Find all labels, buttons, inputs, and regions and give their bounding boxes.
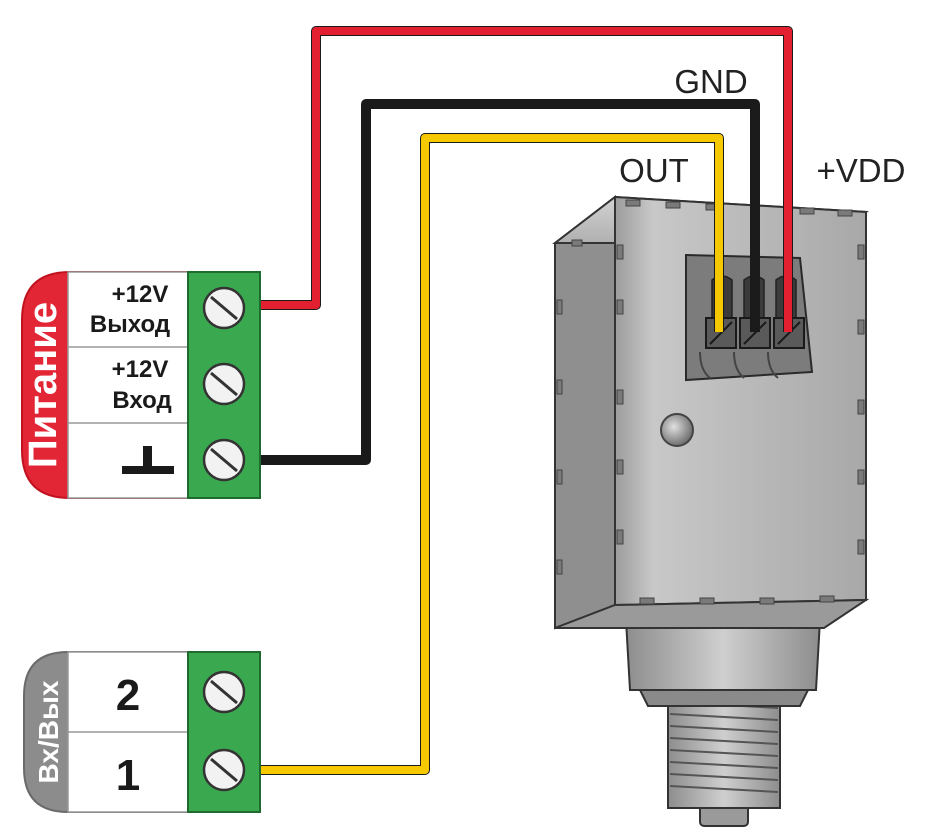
io-row1-number: 1 (116, 751, 140, 800)
label-gnd: GND (674, 63, 747, 100)
sensor-threaded-fitting (624, 619, 822, 827)
screw-icon (202, 748, 246, 792)
screw-icon (202, 438, 246, 482)
power-terminal-block: Питание +12V Выход +12V Вход (21, 271, 261, 499)
sensor-terminal-block (685, 253, 814, 382)
power-row2-line1: +12V (112, 356, 169, 383)
label-out: OUT (619, 152, 689, 189)
screw-icon (202, 362, 246, 406)
power-row2-line2: Вход (112, 387, 171, 414)
power-side-label: Питание (21, 302, 65, 468)
wires (258, 26, 793, 775)
power-row1-line2: Выход (90, 311, 170, 338)
sensor-led-icon (660, 413, 694, 447)
io-side-label: Вх/Вых (33, 680, 64, 783)
screw-icon (202, 670, 246, 714)
label-vdd: +VDD (817, 152, 906, 189)
io-terminal-block: Вх/Вых 2 1 (23, 651, 261, 813)
ground-symbol-icon (122, 446, 174, 474)
power-row1-line1: +12V (112, 281, 169, 308)
io-row2-number: 2 (116, 671, 140, 720)
screw-icon (202, 286, 246, 330)
pressure-sensor (552, 194, 870, 827)
